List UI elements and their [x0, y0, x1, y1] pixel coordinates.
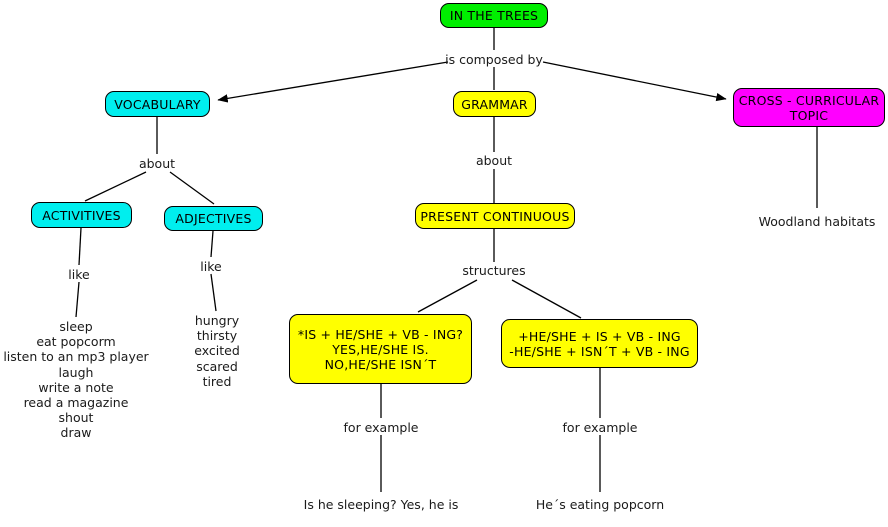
leaf-example-statement: He´s eating popcorn [535, 497, 665, 512]
node-vocabulary[interactable]: VOCABULARY [105, 91, 210, 117]
node-in-the-trees[interactable]: IN THE TREES [440, 3, 548, 28]
edge-composed-by-to-cross-curricular [542, 61, 727, 102]
link-label-like-adjectives: like [200, 259, 222, 274]
link-label-for-example-right: for example [562, 420, 638, 435]
link-label-is-composed-by: is composed by [445, 52, 543, 67]
edge-adjectives-to-like [210, 230, 214, 258]
node-present-continuous[interactable]: PRESENT CONTINUOUS [415, 203, 575, 229]
edge-composed-by-to-vocabulary [217, 61, 449, 103]
link-label-like-activities: like [68, 267, 90, 282]
edge-structures-to-statement-box [511, 279, 582, 319]
node-cross-curricular-topic[interactable]: CROSS - CURRICULAR TOPIC [733, 88, 885, 127]
link-label-for-example-left: for example [343, 420, 419, 435]
leaf-example-question: Is he sleeping? Yes, he is [303, 497, 459, 512]
edge-structures-to-question-box [417, 279, 478, 313]
node-structure-affirmative-negative[interactable]: +HE/SHE + IS + VB - ING -HE/SHE + ISN´T … [501, 319, 698, 368]
leaf-activities-list: sleep eat popcorm listen to an mp3 playe… [3, 319, 149, 441]
node-activitives[interactable]: ACTIVITIVES [31, 202, 132, 228]
edge-activitives-to-like [78, 227, 82, 266]
link-label-about-vocabulary: about [138, 156, 176, 171]
edge-about-to-adjectives [169, 171, 215, 205]
node-structure-question[interactable]: *IS + HE/SHE + VB - ING? YES,HE/SHE IS. … [289, 314, 472, 384]
node-grammar[interactable]: GRAMMAR [453, 91, 536, 117]
edge-like-to-adjectives-list [210, 273, 217, 312]
edge-about-to-activitives [84, 171, 147, 202]
leaf-woodland-habitats: Woodland habitats [758, 214, 876, 229]
leaf-adjectives-list: hungry thirsty excited scared tired [194, 313, 240, 389]
link-label-structures: structures [462, 263, 526, 278]
link-label-about-grammar: about [475, 153, 513, 168]
node-adjectives[interactable]: ADJECTIVES [164, 206, 263, 231]
edge-like-to-activities-list [75, 281, 80, 318]
